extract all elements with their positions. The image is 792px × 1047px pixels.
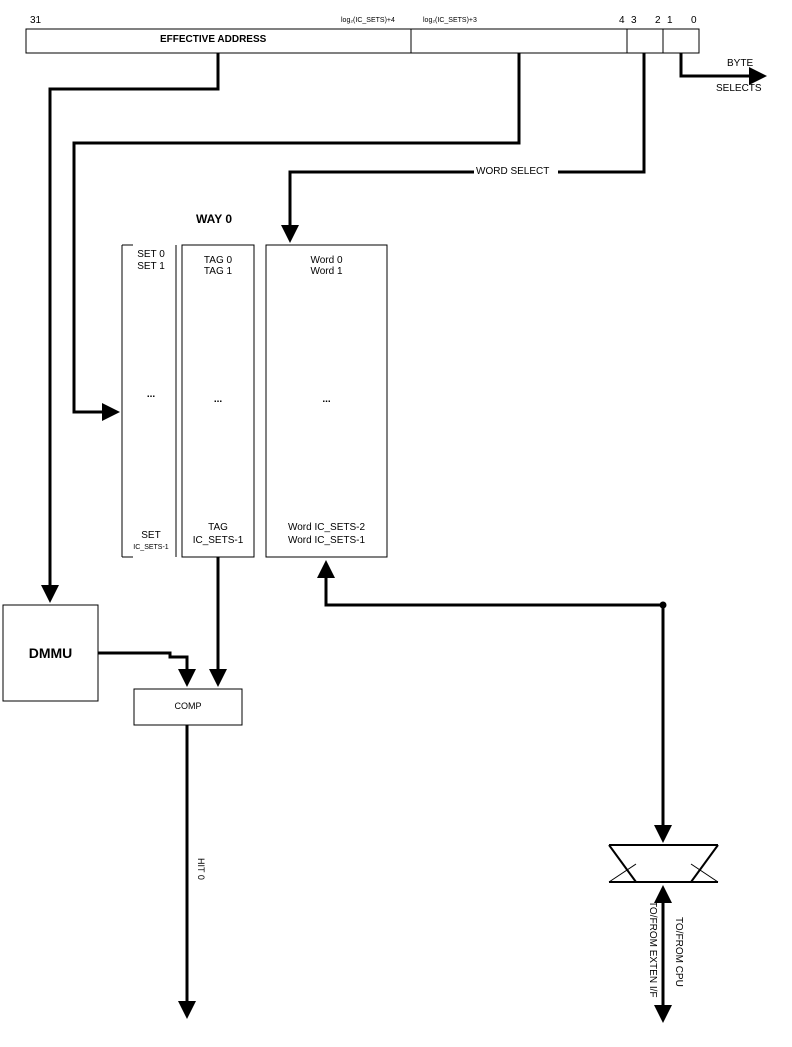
comp-label: COMP: [174, 701, 202, 711]
bus-junction: [659, 601, 667, 609]
way-label: WAY 0: [196, 212, 233, 226]
word-array-bottom2: Word IC_SETS-1: [287, 535, 366, 546]
word-array-ellipsis: ...: [322, 394, 331, 405]
tag-array-ellipsis: ...: [213, 394, 223, 405]
word-array-top2: Word 1: [310, 266, 343, 277]
byte-selects-path: [679, 53, 767, 85]
word-select-label: WORD SELECT: [476, 166, 550, 177]
tag-array-bottom1: TAG: [208, 522, 228, 533]
bidirectional-buffer: [608, 844, 719, 883]
set-array-bottom2: IC_SETS-1: [133, 544, 169, 551]
byte-selects-line2: SELECTS: [716, 83, 762, 94]
bit-1-label: 1: [667, 15, 673, 26]
word-select-path: [558, 53, 646, 174]
word-array: [265, 244, 388, 558]
comp-box: [133, 688, 243, 726]
byte-selects-line1: BYTE: [727, 58, 754, 69]
word-array-top1: Word 0: [310, 255, 343, 266]
bit-high-a-label: log₂(IC_SETS)+4: [341, 17, 395, 24]
dmmu-to-comp-path: [98, 651, 196, 687]
set-array: [121, 244, 177, 558]
bit-high-b-label: log₂(IC_SETS)+3: [423, 17, 477, 24]
tag-array: [181, 244, 255, 558]
hit-label: HIT 0: [196, 858, 206, 880]
set-array-top1: SET 0: [137, 249, 165, 260]
tag-array-bottom2: IC_SETS-1: [192, 535, 244, 546]
address-register: [25, 28, 700, 54]
word-array-bottom1: Word IC_SETS-2: [287, 522, 366, 533]
dmmu-box: [2, 604, 99, 702]
set-array-bottom1: SET: [141, 530, 161, 541]
set-array-top2: SET 1: [137, 261, 165, 272]
bit-2-label: 2: [655, 15, 661, 26]
data-bus-path: [317, 560, 663, 607]
tag-address-path: [41, 53, 220, 603]
cpu-label: TO/FROM CPU: [673, 917, 684, 987]
ext-label: TO/FROM EXTEN I/F: [647, 901, 658, 998]
bit-3-label: 3: [631, 15, 637, 26]
tag-array-top1: TAG 0: [203, 255, 233, 266]
set-index-path: [72, 53, 521, 421]
tag-array-top2: TAG 1: [203, 266, 233, 277]
set-array-ellipsis: ...: [146, 389, 156, 400]
word-select-path-2: [281, 170, 474, 243]
bit-31-label: 31: [30, 15, 42, 26]
effective-address-label: EFFECTIVE ADDRESS: [160, 34, 267, 45]
dmmu-label: DMMU: [28, 645, 73, 661]
bit-0-label: 0: [691, 15, 697, 26]
bit-4-label: 4: [619, 15, 625, 26]
